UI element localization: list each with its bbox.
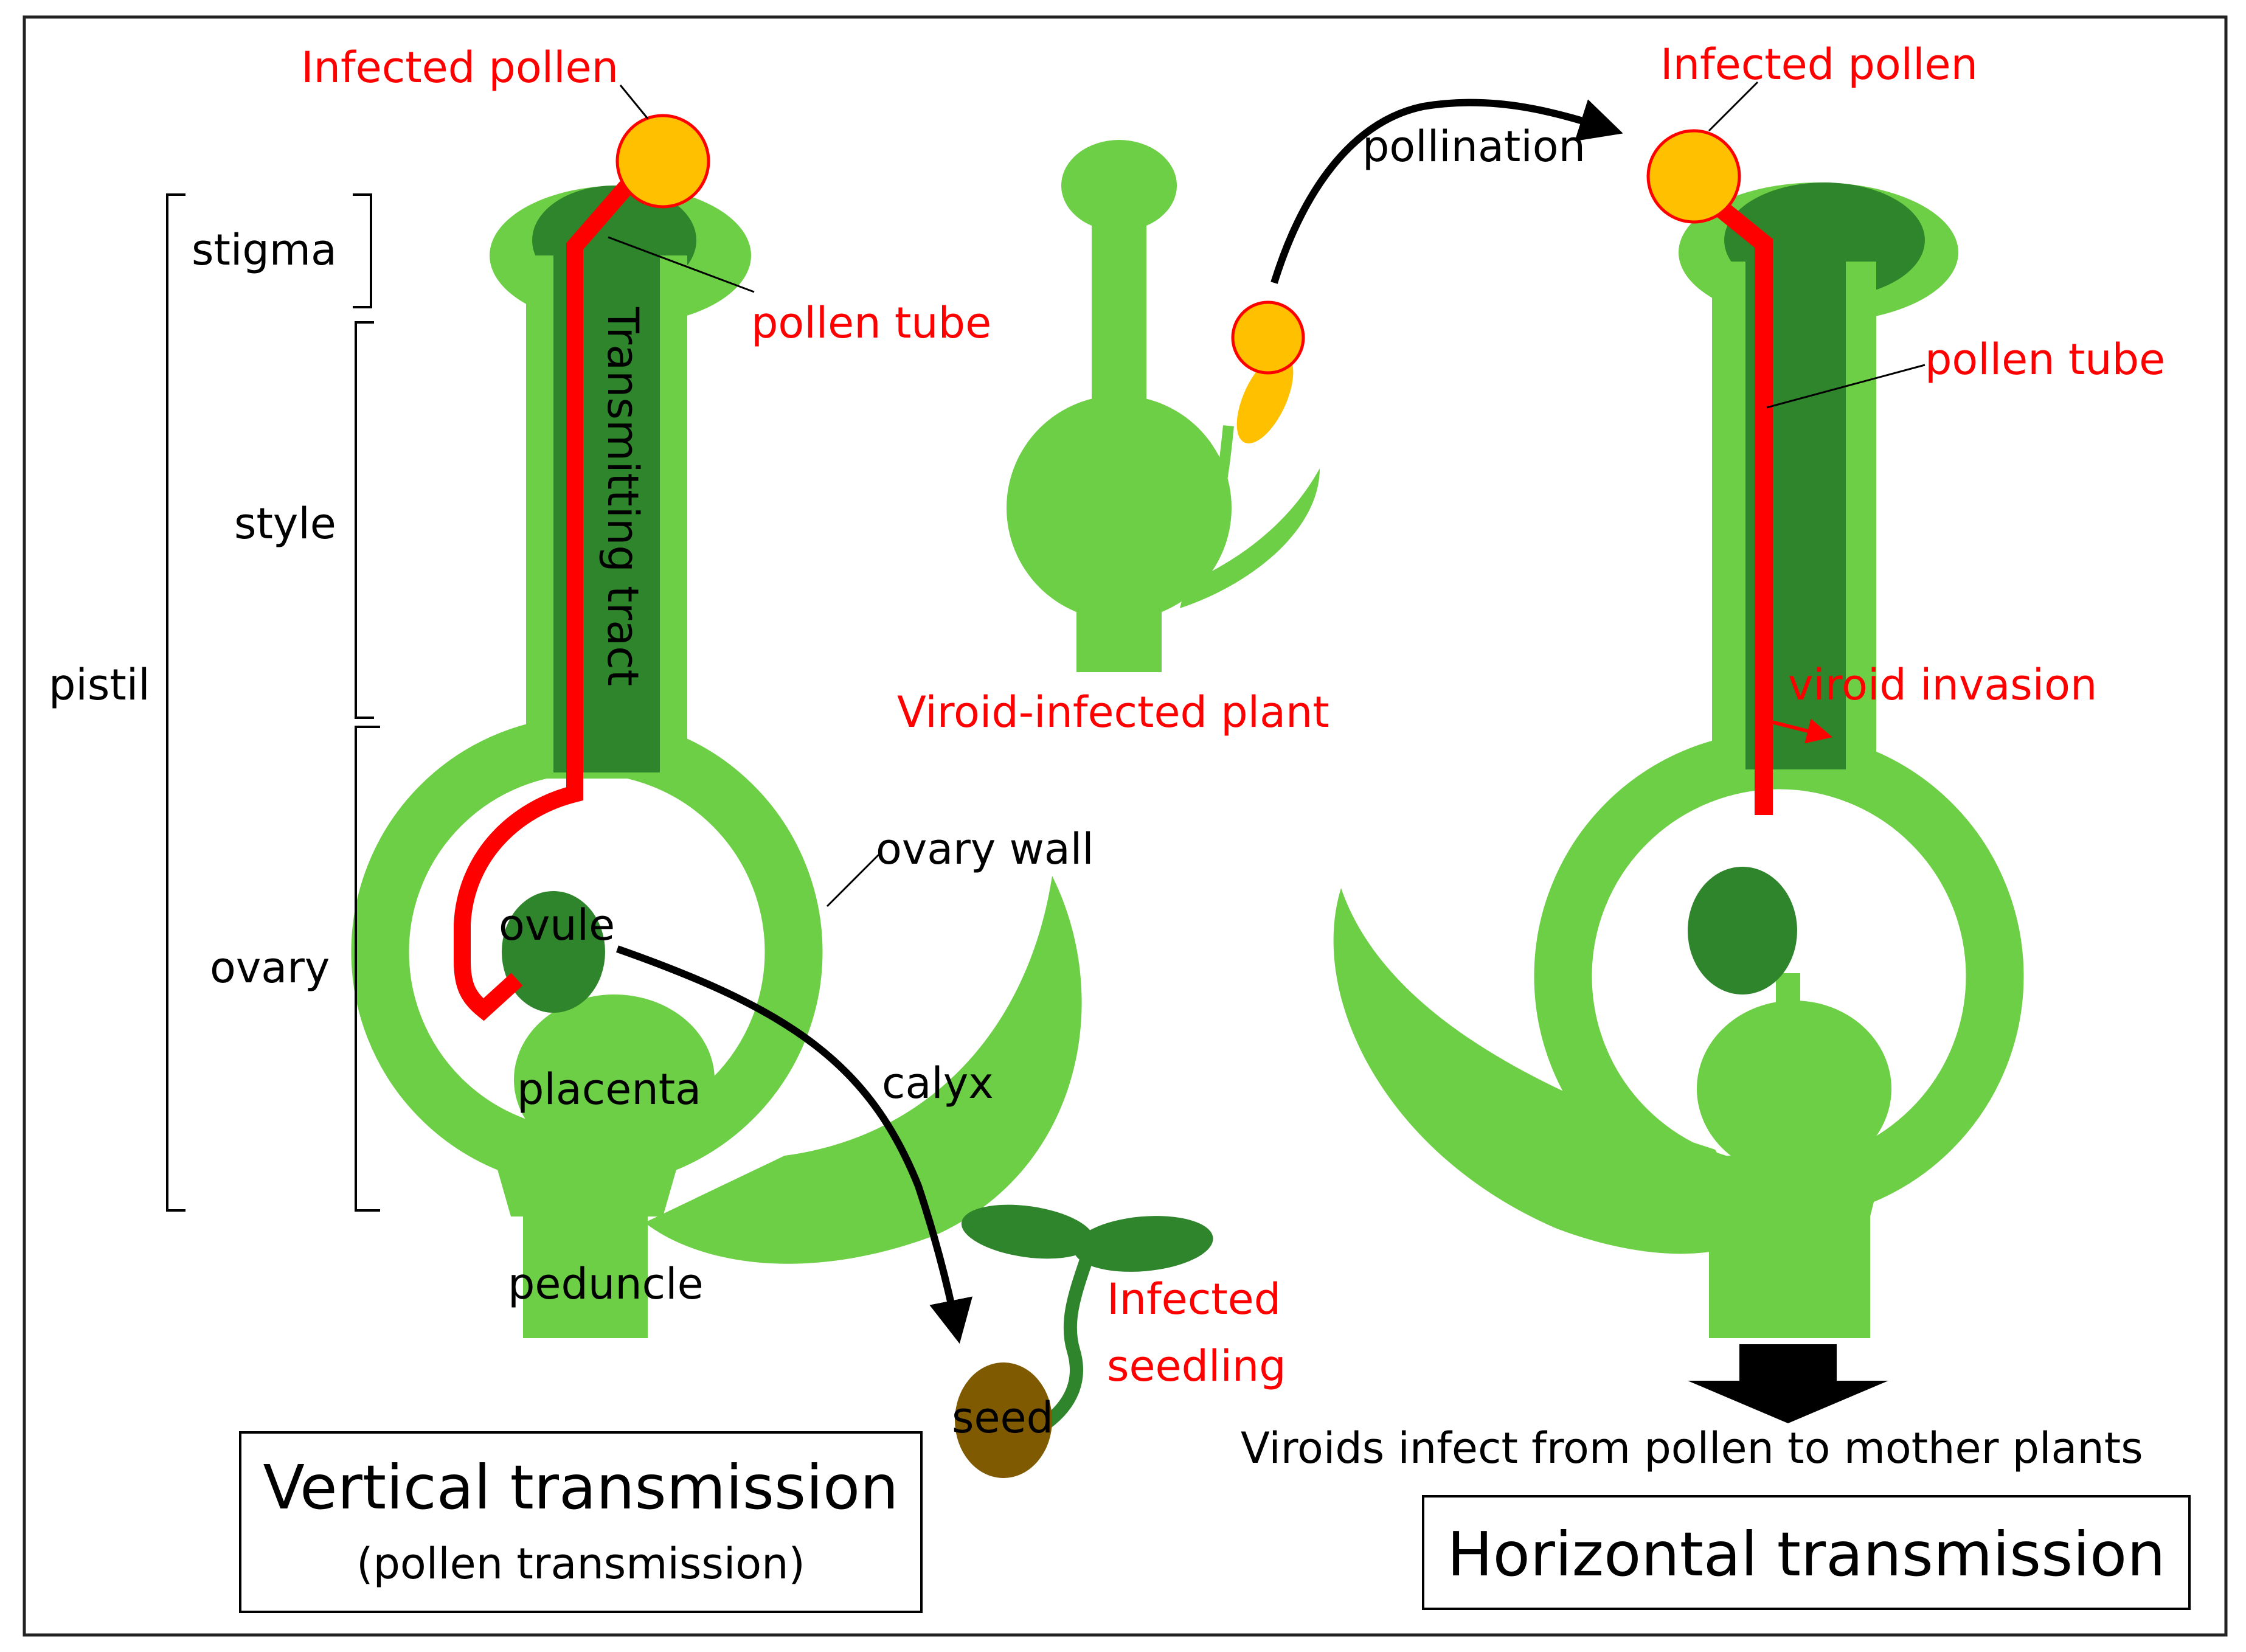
left-pollen-tube: [454, 170, 642, 1021]
center-petal: [1180, 468, 1320, 608]
right-placenta: [1697, 1001, 1891, 1177]
center-peduncle: [1076, 596, 1162, 672]
viroids-infect-caption: Viroids infect from pollen to mother pla…: [1241, 1423, 2143, 1473]
right-pollen-tube: [1709, 196, 1773, 815]
ovary-wall-label: ovary wall: [876, 824, 1094, 874]
left-placenta: [514, 994, 715, 1165]
stigma-label: stigma: [192, 225, 337, 275]
seed: [955, 1362, 1052, 1478]
viroid-invasion-label: viroid invasion: [1788, 660, 2097, 710]
seedling-stem: [1042, 1251, 1095, 1429]
right-ovule: [1688, 867, 1797, 994]
right-pollen-tube-label: pollen tube: [1925, 335, 2165, 384]
seedling-group: [955, 1204, 1213, 1478]
horizontal-transmission-title: Horizontal transmission: [1447, 1519, 2165, 1590]
pollination-label: pollination: [1362, 122, 1586, 172]
pistil-label: pistil: [49, 660, 150, 710]
ovary-label: ovary: [210, 943, 330, 993]
viroid-infected-plant-label: Viroid-infected plant: [897, 687, 1329, 737]
right-infected-pollen: [1646, 129, 1741, 224]
right-infected-pollen-label: Infected pollen: [1660, 40, 1978, 89]
left-calyx: [645, 876, 1082, 1264]
left-infected-pollen-label: Infected pollen: [301, 43, 619, 92]
vertical-transmission-box: [239, 1431, 923, 1613]
seedling-left-leaf: [961, 1204, 1095, 1259]
vertical-transmission-subtitle: (pollen transmission): [356, 1539, 805, 1589]
style-bracket: [355, 321, 374, 719]
center-ovary: [1007, 395, 1232, 620]
brackets: [166, 193, 380, 1212]
vertical-transmission-title: Vertical transmission: [263, 1452, 899, 1523]
seed-label: seed: [952, 1393, 1053, 1443]
center-plant: [1007, 140, 1320, 672]
stigma-bracket: [353, 193, 372, 308]
style-label: style: [234, 499, 336, 549]
right-pistil: [1333, 129, 2024, 1338]
right-infected-pollen-leader: [1708, 81, 1759, 132]
pistil-bracket: [166, 193, 185, 1212]
peduncle-label: peduncle: [508, 1259, 704, 1309]
seedling-right-leaf: [1073, 1216, 1213, 1272]
horizontal-transmission-box: [1422, 1495, 2191, 1610]
ovule-to-seed-arrow: [616, 945, 973, 1344]
ovule-label: ovule: [499, 900, 615, 950]
center-anther: [1236, 353, 1294, 443]
left-ovule: [502, 891, 605, 1013]
right-funiculus: [1776, 973, 1800, 1028]
left-pollen-tube-label: pollen tube: [751, 298, 991, 348]
ovary-wall-leader: [826, 853, 880, 908]
right-ovary-base: [1679, 1156, 1885, 1216]
left-pollen-tube-leader: [608, 236, 755, 293]
transmitting-tract-label: Transmitting tract: [598, 307, 648, 686]
pollination-arrow: [1270, 99, 1623, 284]
ovary-bracket: [355, 726, 380, 1212]
down-block-arrow: [1688, 1344, 1888, 1423]
viroid-invasion-arrow: [1766, 718, 1833, 744]
center-stigma: [1061, 140, 1177, 231]
infected-seedling-label-line1: Infected: [1107, 1274, 1281, 1324]
center-infected-pollen: [1231, 300, 1305, 375]
right-pollen-tube-leader: [1766, 364, 1925, 409]
left-infected-pollen: [615, 114, 710, 209]
left-infected-pollen-leader: [619, 85, 649, 119]
infected-seedling-label-line2: seedling: [1107, 1341, 1286, 1391]
calyx-label: calyx: [882, 1058, 994, 1108]
placenta-label: placenta: [517, 1064, 701, 1114]
center-style: [1092, 201, 1146, 401]
center-stamen-filament: [1190, 425, 1234, 569]
